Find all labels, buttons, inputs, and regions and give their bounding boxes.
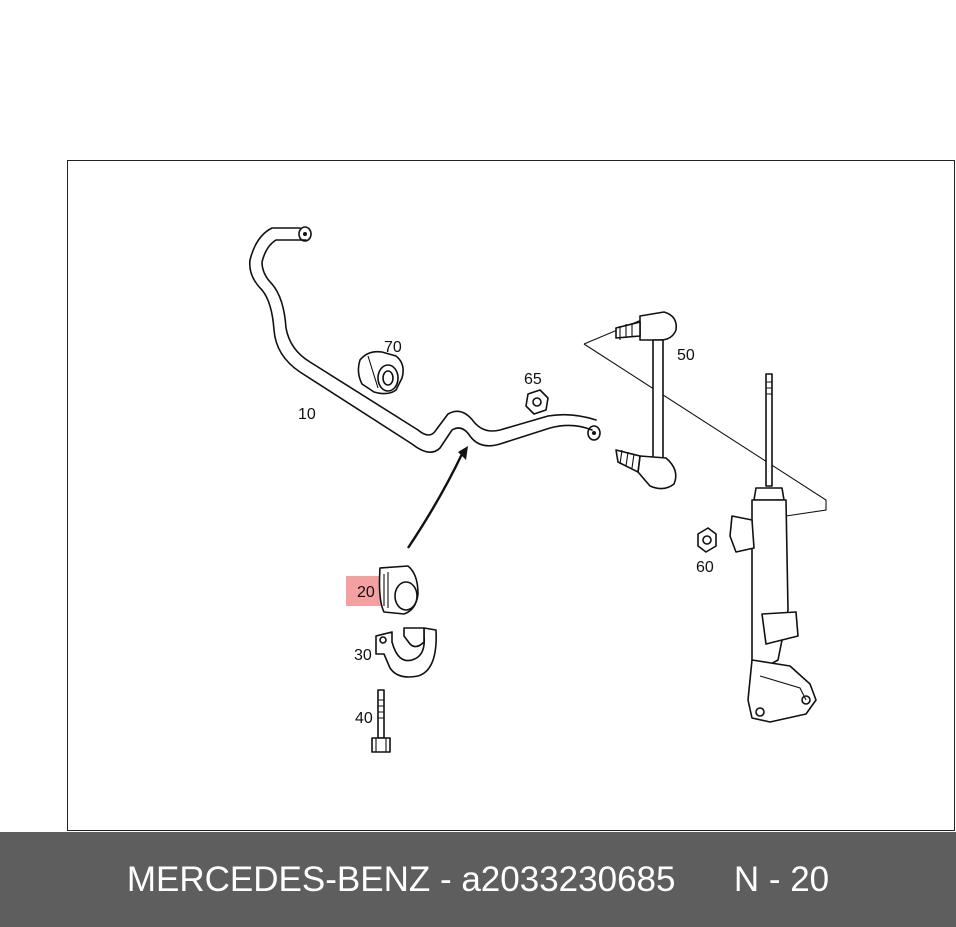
caption-gap [675, 860, 733, 899]
callout-20: 20 [357, 584, 375, 601]
parts-diagram: 10 20 30 40 50 60 65 70 [67, 160, 955, 831]
bolt-part-40 [371, 689, 391, 753]
callout-70: 70 [384, 339, 402, 356]
installation-arrow [407, 446, 468, 549]
callout-10: 10 [298, 406, 316, 423]
bushing-part-20 [346, 565, 419, 615]
callout-50: 50 [677, 347, 695, 364]
diagram-canvas: 10 20 30 40 50 60 65 70 [67, 160, 955, 831]
caption-text: MERCEDES-BENZ - a2033230685 N - 20 [127, 860, 829, 900]
caption-separator: - [430, 859, 462, 899]
callout-65: 65 [524, 371, 542, 388]
bracket-part-30 [375, 627, 437, 678]
stabilizer-bar-part [248, 226, 601, 453]
diagram-border [67, 160, 955, 831]
strut-assembly [729, 373, 817, 723]
nut-part-65 [525, 389, 549, 415]
nut-part-60 [697, 527, 717, 553]
link-rod-part-50 [583, 311, 827, 517]
callout-40: 40 [355, 710, 373, 727]
part-number: a2033230685 [461, 859, 676, 899]
brand-name: MERCEDES-BENZ [126, 859, 431, 899]
caption-bar: MERCEDES-BENZ - a2033230685 N - 20 [0, 832, 956, 927]
bushing-part-70 [357, 350, 404, 395]
position-label: N - 20 [733, 859, 830, 899]
callout-60: 60 [696, 559, 714, 576]
callout-30: 30 [354, 647, 372, 664]
